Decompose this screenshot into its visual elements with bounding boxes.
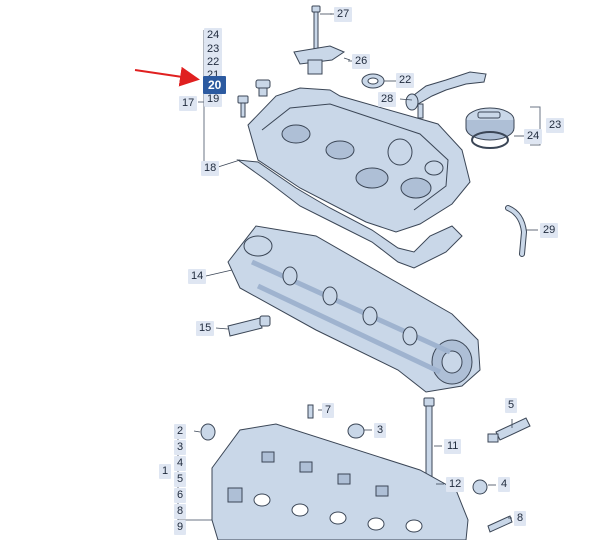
plug-2 <box>200 423 216 441</box>
callout-14: 14 <box>188 269 207 284</box>
callout-22: 22 <box>396 73 415 88</box>
plug-4 <box>472 479 488 495</box>
callout-27: 27 <box>334 7 353 22</box>
seal-ring-24 <box>471 131 509 149</box>
callout-15: 15 <box>196 321 215 336</box>
callout-3-group: 3 <box>174 440 187 455</box>
callout-12: 12 <box>446 477 465 492</box>
callout-23: 23 <box>546 118 565 133</box>
leader-lines <box>193 13 538 519</box>
callout-19: 19 <box>204 92 223 107</box>
callout-28: 28 <box>378 92 397 107</box>
plug-parts <box>237 79 271 118</box>
breather-hose-28 <box>405 71 487 119</box>
callout-24-top: 24 <box>204 28 223 43</box>
callout-9: 9 <box>174 520 187 535</box>
callout-6: 6 <box>174 488 187 503</box>
callout-24: 24 <box>524 129 543 144</box>
camshaft-housing-14 <box>227 225 481 393</box>
callout-20-selected[interactable]: 20 <box>203 76 227 94</box>
callout-5-group: 5 <box>174 472 187 487</box>
cylinder-head <box>211 423 469 540</box>
sender-15 <box>227 315 271 337</box>
callout-26: 26 <box>352 54 371 69</box>
callout-17: 17 <box>179 96 198 111</box>
callout-7: 7 <box>322 403 335 418</box>
callout-23-top: 23 <box>204 42 223 57</box>
bolt-11 <box>423 397 435 481</box>
callout-3: 3 <box>374 423 387 438</box>
callout-4-group: 4 <box>174 456 187 471</box>
cylinder-head-cover <box>247 87 471 233</box>
callout-2: 2 <box>174 424 187 439</box>
plug-3 <box>347 423 365 439</box>
sleeve-5 <box>487 417 531 443</box>
callout-8-group: 8 <box>174 504 187 519</box>
bracket-23 <box>530 106 541 146</box>
pin-7 <box>307 404 314 419</box>
callout-22-top: 22 <box>204 55 223 70</box>
seal-ring-22 <box>361 73 385 89</box>
oil-filler-cap-23 <box>465 107 515 141</box>
callout-4: 4 <box>498 477 511 492</box>
callout-5: 5 <box>505 398 518 413</box>
stud-8 <box>487 515 513 533</box>
callout-29: 29 <box>540 223 559 238</box>
callout-11: 11 <box>444 439 462 454</box>
bracket-26 <box>293 45 351 75</box>
callout-18: 18 <box>201 161 220 176</box>
callout-8: 8 <box>514 511 527 526</box>
gasket-18 <box>236 159 463 269</box>
pointer-arrow <box>134 66 200 87</box>
callout-1: 1 <box>159 464 172 479</box>
